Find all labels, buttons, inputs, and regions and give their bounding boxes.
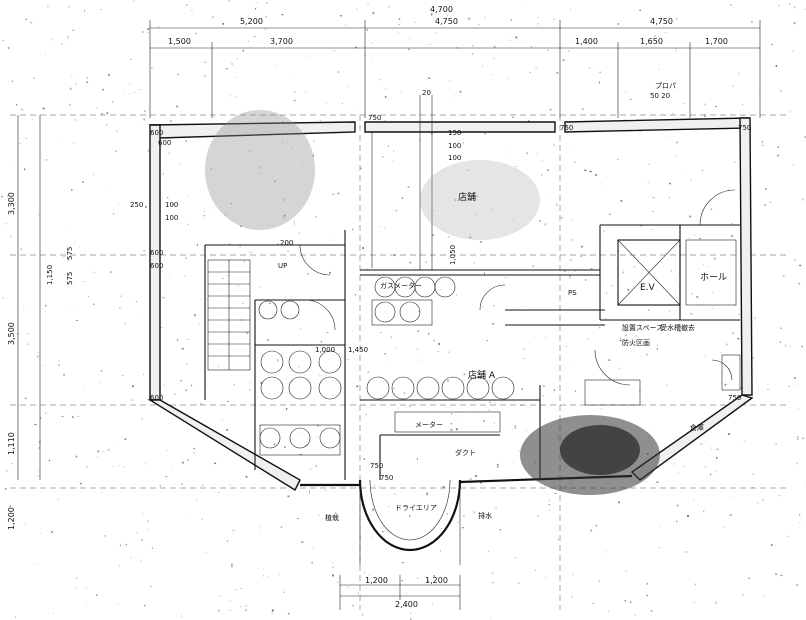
dim-bottom-1: 1,200 bbox=[365, 576, 388, 585]
counters bbox=[259, 299, 741, 456]
dim-row2-2: 3,700 bbox=[270, 37, 293, 46]
dim-misc-14: 750 bbox=[380, 474, 393, 482]
label-note: プロパ bbox=[655, 82, 676, 90]
dim-top-2: 4,750 bbox=[435, 17, 458, 26]
dim-small-8: 600 bbox=[150, 394, 163, 402]
dim-small-9: 1,150 bbox=[46, 265, 54, 285]
staircase bbox=[207, 259, 251, 371]
dim-top-overall: 4,700 bbox=[430, 5, 453, 14]
label-note2: 受水槽撤去 bbox=[660, 323, 695, 332]
seat-circle bbox=[391, 376, 415, 400]
label-storage: 倉庫 bbox=[690, 423, 704, 432]
seat-circle bbox=[441, 376, 465, 400]
dim-left-3: 1,110 bbox=[7, 432, 16, 455]
dim-small-11: 575 bbox=[66, 247, 74, 260]
seat-circle bbox=[466, 376, 490, 400]
seat-circle bbox=[289, 427, 311, 449]
dim-misc-15: 1,050 bbox=[449, 245, 457, 265]
seat-circle bbox=[318, 376, 342, 400]
dim-misc-7: 100 bbox=[448, 142, 461, 150]
seat-circle bbox=[260, 376, 284, 400]
label-planting: 植栽 bbox=[325, 513, 339, 522]
label-water-meter: メーター bbox=[415, 420, 443, 429]
dim-row2-5: 1,700 bbox=[705, 37, 728, 46]
dimension-lines bbox=[10, 20, 790, 610]
label-note3: 防火区画 bbox=[622, 338, 650, 347]
label-elevator: E.V bbox=[640, 283, 656, 293]
dim-bottom-2: 1,200 bbox=[425, 576, 448, 585]
dim-left-1: 3,300 bbox=[7, 192, 16, 215]
dim-left-2: 3,500 bbox=[7, 322, 16, 345]
dim-small-5: 250 bbox=[130, 201, 143, 209]
scan-smudge bbox=[205, 110, 660, 495]
dim-small-3: 600 bbox=[150, 249, 163, 257]
seat-circle bbox=[416, 376, 440, 400]
dim-top-1: 5,200 bbox=[240, 17, 263, 26]
dim-misc-13: 750 bbox=[370, 462, 383, 470]
entrance-vestibule bbox=[358, 479, 462, 565]
seat-circle bbox=[319, 427, 341, 449]
dim-small-2: 600 bbox=[158, 139, 171, 147]
dim-small-10: 575 bbox=[66, 272, 74, 285]
dim-misc-6: 150 bbox=[448, 129, 461, 137]
dim-bottom-3: 2,400 bbox=[395, 600, 418, 609]
label-duct: ダクト bbox=[455, 448, 476, 457]
seat-circle bbox=[434, 276, 456, 298]
dim-misc-1: 20 bbox=[422, 89, 431, 97]
seat-circle bbox=[260, 350, 284, 374]
label-gas-meter: ガスメーター bbox=[380, 281, 422, 290]
seating bbox=[258, 276, 515, 449]
dimension-texts: 4,700 5,200 4,750 4,750 1,500 3,700 1,40… bbox=[7, 5, 751, 609]
dim-misc-3: 750 bbox=[560, 124, 573, 132]
seat-circle bbox=[366, 376, 390, 400]
dim-row2-1: 1,500 bbox=[168, 37, 191, 46]
seat-circle bbox=[288, 376, 312, 400]
elevator-shaft bbox=[617, 239, 737, 306]
dim-small-1: 600 bbox=[150, 129, 163, 137]
interior-walls bbox=[204, 95, 740, 480]
room-labels: 店舗 店舗 A ホール E.V UP ガスメーター ダクト 排水 ドライエリア … bbox=[278, 82, 727, 522]
dim-misc-8: 200 bbox=[280, 239, 293, 247]
dim-misc-5: 750 bbox=[728, 394, 741, 402]
dim-top-3: 4,750 bbox=[650, 17, 673, 26]
seat-circle bbox=[491, 376, 515, 400]
label-store-a: 店舗 A bbox=[468, 369, 496, 381]
label-note1: 設置スペース bbox=[622, 323, 663, 332]
door-swings bbox=[299, 189, 736, 386]
label-hall: ホール bbox=[700, 272, 727, 283]
seat-circle bbox=[318, 350, 342, 374]
dim-misc-12: 50 20 bbox=[650, 92, 670, 100]
dim-misc-2: 750 bbox=[368, 114, 381, 122]
seat-circle bbox=[288, 350, 312, 374]
dim-row2-4: 1,650 bbox=[640, 37, 663, 46]
seat-circle bbox=[258, 300, 278, 320]
seat-circle bbox=[374, 301, 396, 323]
seat-circle bbox=[259, 427, 281, 449]
seat-circle bbox=[399, 301, 421, 323]
label-ps: PS bbox=[568, 289, 577, 297]
dim-left-4: 1,200 bbox=[7, 507, 16, 530]
dim-small-4: 600 bbox=[150, 262, 163, 270]
label-drain: 排水 bbox=[478, 511, 492, 520]
dim-small-6: 100 bbox=[165, 201, 178, 209]
dim-misc-10: 1,000 bbox=[315, 346, 335, 354]
dim-misc-4: 750 bbox=[738, 124, 751, 132]
outer-walls bbox=[147, 117, 754, 491]
label-dry-area: ドライエリア bbox=[395, 504, 437, 512]
dim-misc-11: 1,450 bbox=[348, 346, 368, 354]
label-store: 店舗 bbox=[458, 191, 476, 203]
dim-small-7: 100 bbox=[165, 214, 178, 222]
label-up: UP bbox=[278, 262, 287, 270]
dim-row2-3: 1,400 bbox=[575, 37, 598, 46]
seat-circle bbox=[280, 300, 300, 320]
dim-misc-9: 100 bbox=[448, 154, 461, 162]
